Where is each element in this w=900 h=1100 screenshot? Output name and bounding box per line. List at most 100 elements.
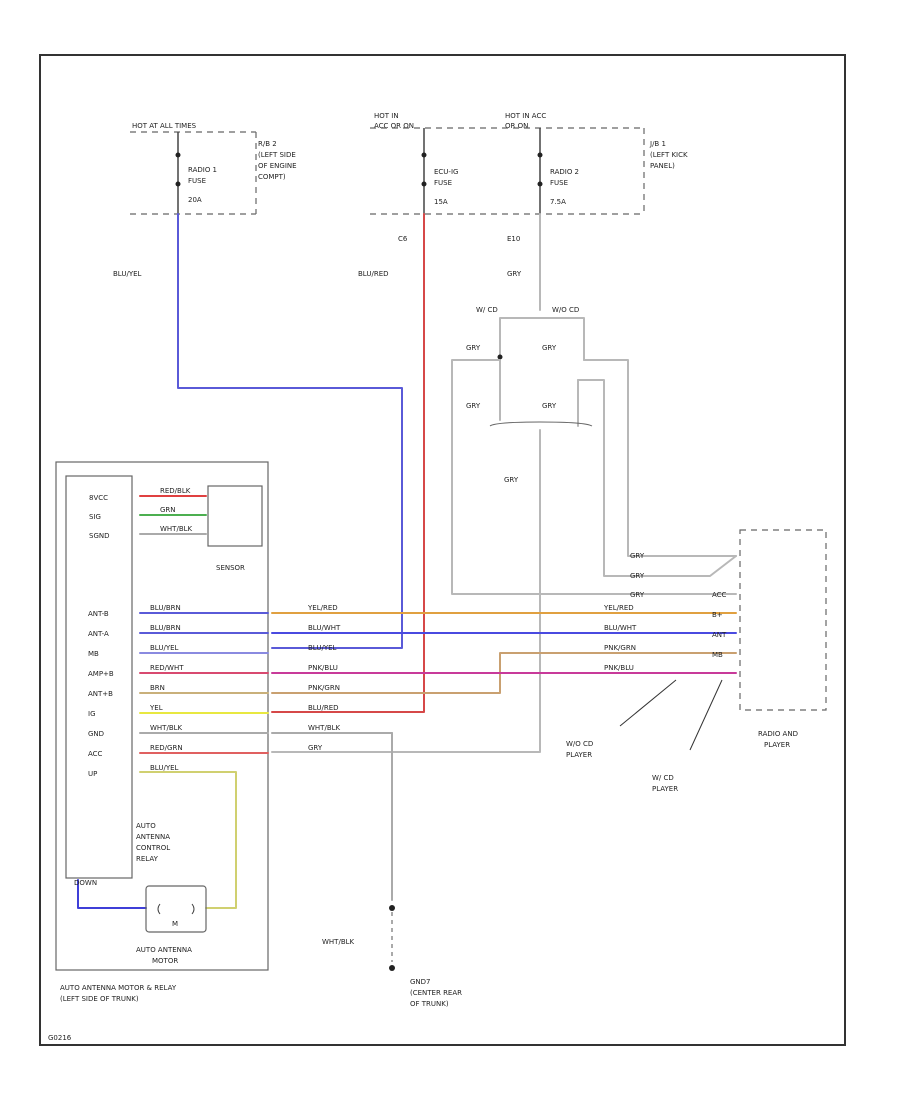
fuse1-label: FUSE [188,177,206,185]
note-with-cd: W/ CD [652,774,674,782]
fuse2-label: ECU-IG [434,168,458,176]
fuse3-rating: 7.5A [550,198,566,206]
fuse2-label: FUSE [434,179,452,187]
note-without-cd: W/O CD [566,740,593,748]
relay-pin-label: IG [88,710,96,718]
splice-dot [497,354,503,360]
wire-label-gry: GRY [466,344,481,352]
wire-label-gry: GRY [630,572,645,580]
diagram-code: G0216 [48,1034,72,1042]
wire-label: RED/WHT [150,664,184,672]
wire-label-blu-yel: BLU/YEL [113,270,142,278]
fuse2-rating: 15A [434,198,448,206]
radio-player-box [739,529,827,711]
sensor-label: SENSOR [216,564,245,572]
fuse3-label: FUSE [550,179,568,187]
wire-label: BLU/YEL [150,644,179,652]
radio-wire-label: PNK/GRN [604,644,636,652]
fuse1-rating: 20A [188,196,202,204]
radio-pin-label: ANT [712,631,727,639]
wire-gry-radio2 [577,379,737,577]
sensor-box [207,485,263,547]
wire-label: WHT/BLK [308,724,341,732]
ground-splice [389,905,395,911]
fuse3-terminal [537,152,543,158]
radio-pin-label: MB [712,651,723,659]
motor-label: AUTO ANTENNA [136,946,192,954]
wire-label: GRN [160,506,176,514]
antenna-motor-box [145,885,207,933]
wire-label: BLU/YEL [308,644,337,652]
relay-down-pin: DOWN [74,879,97,887]
wire-blu-yel-fuse1 [177,213,403,649]
source-hot-in-acc: HOT IN ACC [505,112,546,120]
wire-label: BLU/YEL [150,764,179,772]
connector-c6: C6 [398,235,408,243]
wire-gry-radio [583,359,737,557]
fuse1-label: RADIO 1 [188,166,217,174]
source-hot-in-acc: OR ON [505,122,528,130]
rb2-label: COMPT) [258,173,286,181]
wire-label: PNK/GRN [308,684,340,692]
assembly-label: AUTO ANTENNA MOTOR & RELAY [60,984,177,992]
wire-relay-up [139,771,237,909]
ground-label: (CENTER REAR [410,989,462,997]
source-hot-at-all-times: HOT AT ALL TIMES [132,122,197,130]
relay-pin-label: ACC [88,750,103,758]
relay-label: ANTENNA [136,833,170,841]
fuse2-terminal [421,152,427,158]
source-hot-in-acc-on: HOT IN [374,112,399,120]
relay-pin-label: AMP+B [88,670,114,678]
relay-label: RELAY [136,855,159,863]
ground-point [389,965,395,971]
callout-line [619,679,677,727]
wire-label-gry: GRY [507,270,522,278]
option-with-cd: W/ CD [476,306,498,314]
wire-label: YEL/RED [307,604,338,612]
radio-label: PLAYER [764,741,790,749]
relay-pin-label: SIG [89,513,101,521]
wire-label: WHT/BLK [150,724,183,732]
ground-label: OF TRUNK) [410,1000,449,1008]
fuse3-label: RADIO 2 [550,168,579,176]
rb2-label: OF ENGINE [258,162,297,170]
radio-wire-label: PNK/BLU [604,664,634,672]
relay-pin-label: SGND [89,532,110,540]
relay-label: AUTO [136,822,156,830]
wire-gry-acc [451,359,737,595]
rb2-label: (LEFT SIDE [258,151,296,159]
source-hot-in-acc-on: ACC OR ON [374,122,414,130]
jb1-label: J/B 1 [649,140,666,148]
wire-label: RED/GRN [150,744,183,752]
radio-pin-label: ACC [712,591,727,599]
jb1-label: PANEL) [650,162,675,170]
relay-pin-label: ANT-B [88,610,109,618]
wire-gry-branch [499,317,541,421]
relay-box [65,475,133,879]
relay-pin-label: UP [88,770,97,778]
antenna-assembly-box [55,461,269,971]
connector-e10: E10 [507,235,520,243]
option-bracket [489,421,593,427]
jb1-label: (LEFT KICK [650,151,688,159]
wire-label-gry: GRY [466,402,481,410]
ground-wire-label: WHT/BLK [322,938,355,946]
wire-label: GRY [308,744,323,752]
wire-label: YEL [149,704,163,712]
ground-label: GND7 [410,978,431,986]
wire-label-gry: GRY [504,476,519,484]
radio-wire-label: YEL/RED [603,604,634,612]
note-without-cd: PLAYER [566,751,592,759]
wire-label-gry: GRY [630,552,645,560]
wire-label: BRN [150,684,165,692]
wire-label: PNK/BLU [308,664,338,672]
relay-pin-label: ANT+B [88,690,113,698]
note-with-cd: PLAYER [652,785,678,793]
relay-pin-label: 8VCC [89,494,108,502]
assembly-label: (LEFT SIDE OF TRUNK) [60,995,139,1003]
radio-pin-label: B+ [712,611,723,619]
diagram-frame [39,54,846,1046]
radio-wire-label: BLU/WHT [604,624,637,632]
motor-label: MOTOR [152,957,178,965]
